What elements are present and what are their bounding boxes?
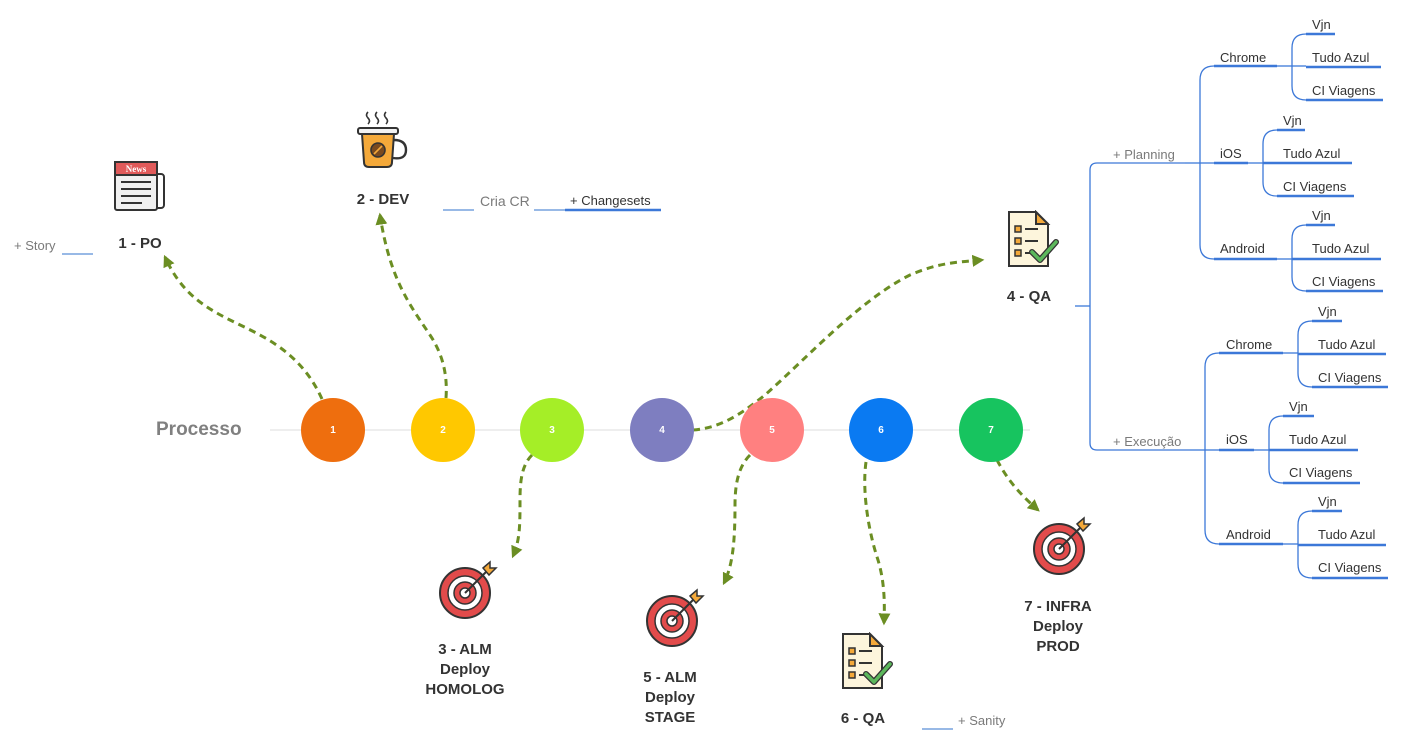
target-icon [1033,516,1092,575]
tree-leaf[interactable]: Vjn [1318,494,1337,509]
alm3-title: 3 - ALM Deploy HOMOLOG [405,640,525,700]
step-circle-label: 1 [330,424,336,436]
newspaper-icon: News [114,161,165,211]
alm3-title-line: Deploy [439,661,490,678]
step-circle-label: 6 [878,424,884,436]
execucao-node[interactable]: + Execução [1113,434,1182,449]
arrow-to-qa6 [863,461,891,626]
arrow-to-alm3 [511,453,534,559]
tree-leaf[interactable]: Vjn [1283,113,1302,128]
qa4-title: 4 - QA [1006,288,1052,305]
step-circle-7[interactable]: 7 [959,398,1023,462]
process-label: Processo [156,419,242,440]
step-circle-label: 3 [549,424,555,436]
arrow-to-qa4 [692,254,985,432]
infra7-title-line: 7 - INFRA [1024,598,1092,615]
target-icon [646,588,705,647]
step-circle-label: 5 [769,424,775,436]
dev-title: 2 - DEV [356,191,410,208]
step-circle-5[interactable]: 5 [740,398,804,462]
tree-leaf[interactable]: Tudo Azul [1289,432,1347,447]
story-label[interactable]: + Story [14,238,56,253]
alm5-title-line: STAGE [644,709,696,726]
tree-leaf[interactable]: CI Viagens [1318,560,1382,575]
arrow-to-dev [375,212,448,399]
step-circle-6[interactable]: 6 [849,398,913,462]
cria-cr-label[interactable]: Cria CR [480,193,530,209]
step-circle-label: 4 [659,424,665,436]
step-circle-label: 2 [440,424,446,436]
sanity-label[interactable]: + Sanity [958,713,1006,728]
tree-leaf[interactable]: CI Viagens [1312,83,1376,98]
alm5-title-line: Deploy [644,689,695,706]
alm5-title: 5 - ALM Deploy STAGE [610,668,730,728]
planning-branch [1089,162,1112,306]
planning-ios-node[interactable]: iOS [1220,146,1242,161]
tree-leaf[interactable]: CI Viagens [1318,370,1382,385]
tree-leaf[interactable]: Tudo Azul [1312,50,1370,65]
arrow-to-infra7 [995,459,1040,512]
planning-node[interactable]: + Planning [1113,147,1175,162]
execucao-vertical [1204,352,1220,545]
alm3-title-line: 3 - ALM [438,641,492,658]
arrow-to-alm5 [722,453,752,586]
target-icon [439,560,498,619]
tree-leaf[interactable]: Tudo Azul [1318,337,1376,352]
execucao-ios-node[interactable]: iOS [1226,432,1248,447]
connector [1291,33,1307,101]
infra7-title-line: Deploy [1032,618,1083,635]
tree-leaf[interactable]: Tudo Azul [1318,527,1376,542]
checklist-icon [842,632,893,689]
step-circle-label: 7 [988,424,994,436]
tree-leaf[interactable]: Tudo Azul [1312,241,1370,256]
step-circle-3[interactable]: 3 [520,398,584,462]
infra7-title: 7 - INFRA Deploy PROD [998,597,1118,657]
tree-leaf[interactable]: Vjn [1318,304,1337,319]
tree-leaf[interactable]: Tudo Azul [1283,146,1341,161]
execucao-chrome-node[interactable]: Chrome [1226,337,1273,352]
execucao-branch [1089,306,1112,451]
tree-leaf[interactable]: Vjn [1312,208,1331,223]
tree-leaf[interactable]: CI Viagens [1283,179,1347,194]
alm5-title-line: 5 - ALM [643,669,697,686]
qa6-title: 6 - QA [840,710,886,727]
tree-leaf[interactable]: CI Viagens [1289,465,1353,480]
planning-android-node[interactable]: Android [1220,241,1265,256]
tree-leaf[interactable]: Vjn [1289,399,1308,414]
execucao-android-node[interactable]: Android [1226,527,1271,542]
checklist-icon [1008,210,1059,267]
step-circle-1[interactable]: 1 [301,398,365,462]
alm3-title-line: HOMOLOG [425,681,505,698]
tree-leaf[interactable]: CI Viagens [1312,274,1376,289]
changesets-label[interactable]: + Changesets [570,193,651,208]
tree-leaf[interactable]: Vjn [1312,17,1331,32]
step-circle-4[interactable]: 4 [630,398,694,462]
arrow-to-po [163,254,324,400]
infra7-title-line: PROD [1036,638,1080,655]
svg-text:News: News [126,164,147,174]
coffee-cup-icon [357,111,408,168]
po-title: 1 - PO [118,235,162,252]
planning-chrome-node[interactable]: Chrome [1220,50,1267,65]
step-circle-2[interactable]: 2 [411,398,475,462]
